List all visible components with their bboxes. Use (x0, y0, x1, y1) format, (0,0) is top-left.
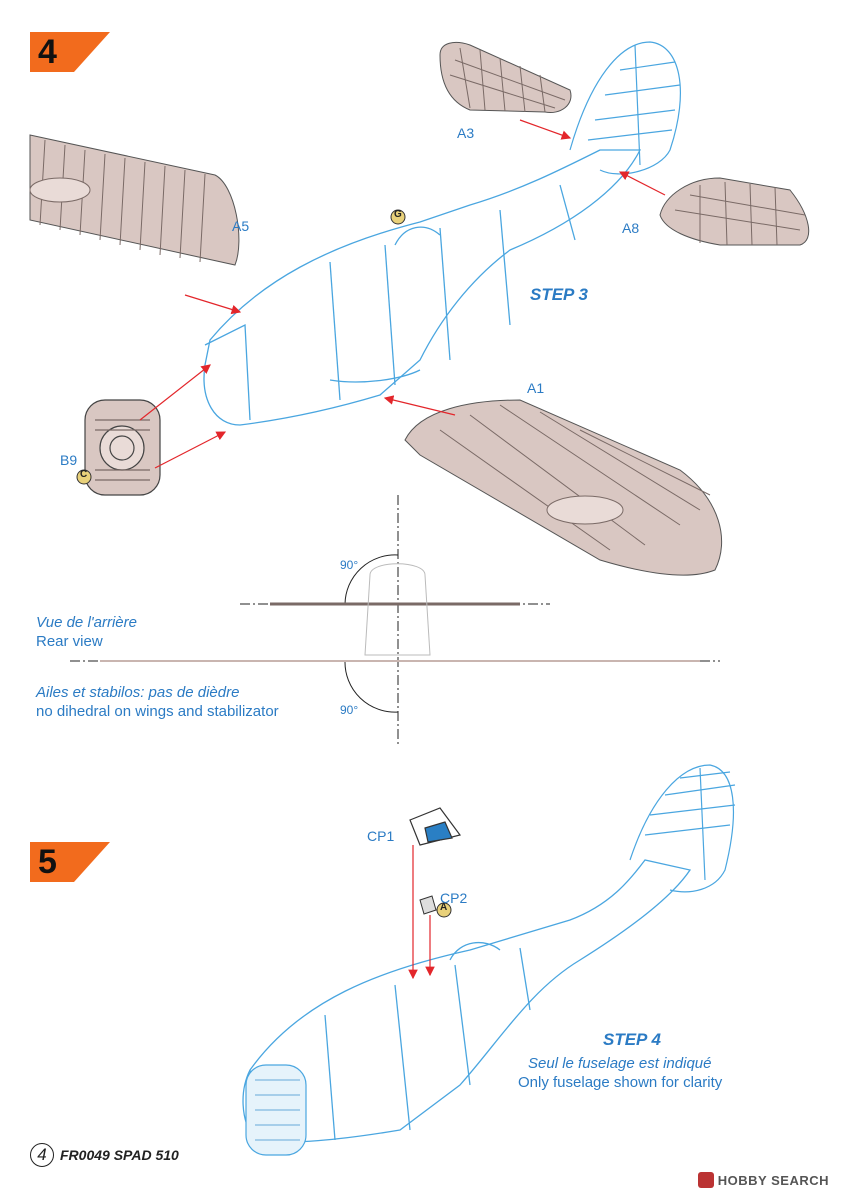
step-title-3: STEP 3 (530, 285, 588, 304)
glue-marker-a (436, 902, 452, 918)
glue-marker-g-letter: G (394, 209, 402, 220)
product-code: FR0049 SPAD 510 (60, 1147, 179, 1163)
stabilizer-a8 (659, 177, 810, 246)
fuselage-top (203, 149, 642, 426)
cowling-bottom (245, 1064, 307, 1156)
rear-view-title-fr: Vue de l'arrière (36, 614, 137, 631)
glue-marker-c-letter: C (80, 469, 88, 480)
glue-marker-g (390, 209, 406, 225)
canopy-cp1 (409, 807, 462, 846)
fuselage-note-en: Only fuselage shown for clarity (518, 1074, 723, 1091)
step-badge-4: 4 (30, 32, 110, 72)
wing-a5 (29, 134, 240, 266)
assembly-arrows-step3 (139, 119, 666, 469)
part-label-a3: A3 (457, 125, 475, 141)
watermark: HOBBY SEARCH (697, 1172, 829, 1188)
page-footer: 4 FR0049 SPAD 510 (30, 1143, 179, 1167)
tail-fin-top (569, 41, 681, 175)
assembly-arrows-step4 (408, 845, 435, 980)
rear-view-title-en: Rear view (36, 633, 103, 650)
part-label-a8: A8 (622, 220, 640, 236)
wing-a1 (404, 399, 722, 576)
fuselage-note-fr: Seul le fuselage est indiqué (528, 1055, 712, 1072)
part-label-b9: B9 (60, 452, 78, 468)
part-label-cp2: CP2 (440, 890, 468, 906)
part-label-a5: A5 (232, 218, 250, 234)
glue-marker-c (76, 469, 92, 485)
glue-marker-a-letter: A (440, 902, 448, 913)
page-number: 4 (30, 1143, 54, 1167)
dihedral-note-en: no dihedral on wings and stabilizator (36, 703, 279, 720)
step-badge-number: 5 (38, 843, 57, 881)
step-badge-number: 4 (38, 33, 57, 71)
watermark-text: HOBBY SEARCH (717, 1172, 829, 1188)
tail-fin-bottom (629, 764, 736, 893)
angle-label-bottom: 90° (340, 703, 359, 717)
step-badge-5: 5 (30, 842, 110, 882)
part-label-a1: A1 (527, 380, 545, 396)
dihedral-note-fr: Ailes et stabilos: pas de dièdre (36, 684, 240, 701)
rear-view-diagram (70, 495, 720, 745)
angle-label-top: 90° (340, 558, 359, 572)
stabilizer-a3 (439, 42, 572, 114)
part-label-cp1: CP1 (367, 828, 395, 844)
watermark-logo-icon (697, 1172, 714, 1188)
cowling-b9 (84, 399, 161, 496)
part-cp2 (419, 895, 437, 915)
step-title-4: STEP 4 (603, 1030, 661, 1049)
